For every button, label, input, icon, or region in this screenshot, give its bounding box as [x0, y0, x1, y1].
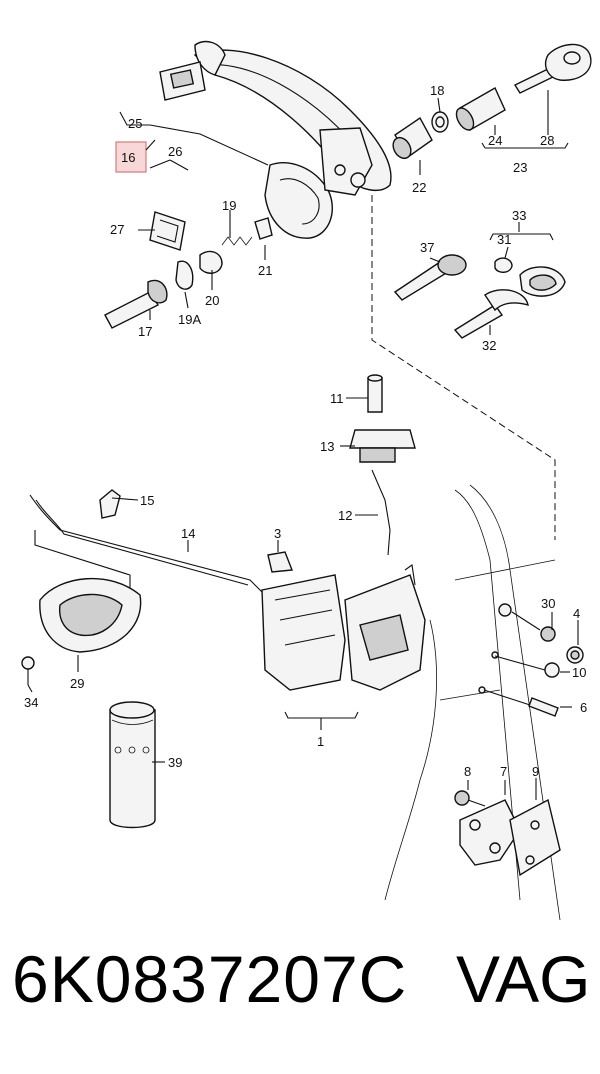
callout-23: 23	[513, 160, 527, 175]
callout-3: 3	[274, 526, 281, 541]
callout-4: 4	[573, 606, 580, 621]
callout-10: 10	[572, 665, 586, 680]
inside-handle-and-rod	[21, 489, 263, 685]
lock-rod-parts	[349, 374, 416, 556]
brand-label: VAG	[456, 942, 591, 1016]
callout-12: 12	[338, 508, 352, 523]
callout-30: 30	[541, 596, 555, 611]
callout-29: 29	[70, 676, 84, 691]
lock-small-parts	[104, 211, 273, 329]
callout-17: 17	[138, 324, 152, 339]
callout-16: 16	[121, 150, 135, 165]
callout-34: 34	[24, 695, 38, 710]
lock-cylinder-parts	[392, 43, 592, 160]
callout-26: 26	[168, 144, 182, 159]
callout-32: 32	[482, 338, 496, 353]
screws-and-nuts	[483, 611, 584, 717]
callout-22: 22	[412, 180, 426, 195]
callout-20: 20	[205, 293, 219, 308]
exploded-parts-diagram: 25 16 26 18 22 24 28 23 19 27 21 20 17 1…	[21, 40, 592, 921]
callout-39: 39	[168, 755, 182, 770]
callout-31: 31	[497, 232, 511, 247]
callout-37: 37	[420, 240, 434, 255]
key-parts	[393, 233, 566, 339]
callout-18: 18	[430, 83, 444, 98]
callout-7: 7	[500, 764, 507, 779]
leader-lines	[27, 90, 579, 800]
callout-19A: 19A	[178, 312, 201, 327]
callout-13: 13	[320, 439, 334, 454]
highlight-box	[115, 141, 147, 173]
callout-8: 8	[464, 764, 471, 779]
callout-33: 33	[512, 208, 526, 223]
callout-24: 24	[488, 133, 502, 148]
callout-25: 25	[128, 116, 142, 131]
callout-19: 19	[222, 198, 236, 213]
callout-9: 9	[532, 764, 539, 779]
callout-14: 14	[181, 526, 195, 541]
callout-21: 21	[258, 263, 272, 278]
callout-15: 15	[140, 493, 154, 508]
grease-can	[109, 701, 156, 829]
callout-11: 11	[330, 391, 344, 406]
callout-27: 27	[110, 222, 124, 237]
callout-labels: 25 16 26 18 22 24 28 23 19 27 21 20 17 1…	[24, 83, 587, 779]
part-number: 6K0837207C	[12, 942, 408, 1016]
callout-28: 28	[540, 133, 554, 148]
door-handle-assembly	[159, 40, 392, 239]
callout-1: 1	[317, 734, 324, 749]
callout-6: 6	[580, 700, 587, 715]
door-lock-mechanism	[261, 551, 426, 730]
striker-plate	[454, 790, 561, 877]
